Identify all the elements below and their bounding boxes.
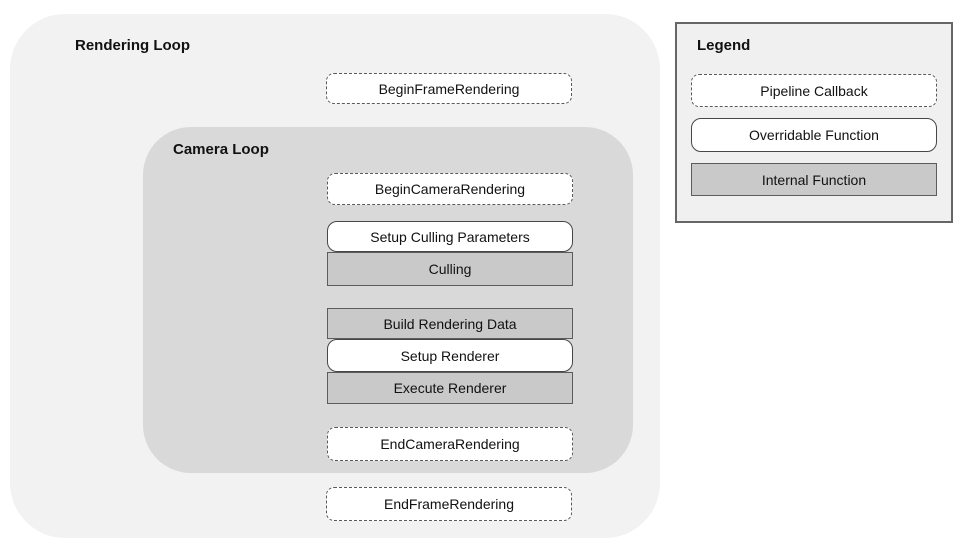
legend-item-overridable-function: Overridable Function: [691, 118, 937, 152]
rendering-loop-label: Rendering Loop: [75, 37, 190, 54]
end-frame-rendering-box: EndFrameRendering: [326, 487, 572, 521]
legend-title: Legend: [697, 37, 751, 54]
rendering-loop-container: Rendering Loop BeginFrameRendering Camer…: [10, 14, 660, 538]
camera-loop-label: Camera Loop: [173, 141, 269, 158]
culling-box: Culling: [327, 252, 573, 286]
legend-panel: Legend Pipeline Callback Overridable Fun…: [675, 22, 953, 223]
camera-loop-container: Camera Loop BeginCameraRendering Setup C…: [143, 127, 633, 473]
build-rendering-data-box: Build Rendering Data: [327, 308, 573, 339]
end-camera-rendering-box: EndCameraRendering: [327, 427, 573, 461]
begin-frame-rendering-box: BeginFrameRendering: [326, 73, 572, 104]
setup-culling-parameters-box: Setup Culling Parameters: [327, 221, 573, 252]
legend-item-pipeline-callback: Pipeline Callback: [691, 74, 937, 107]
legend-item-internal-function: Internal Function: [691, 163, 937, 196]
setup-renderer-box: Setup Renderer: [327, 339, 573, 372]
begin-camera-rendering-box: BeginCameraRendering: [327, 173, 573, 205]
execute-renderer-box: Execute Renderer: [327, 372, 573, 404]
